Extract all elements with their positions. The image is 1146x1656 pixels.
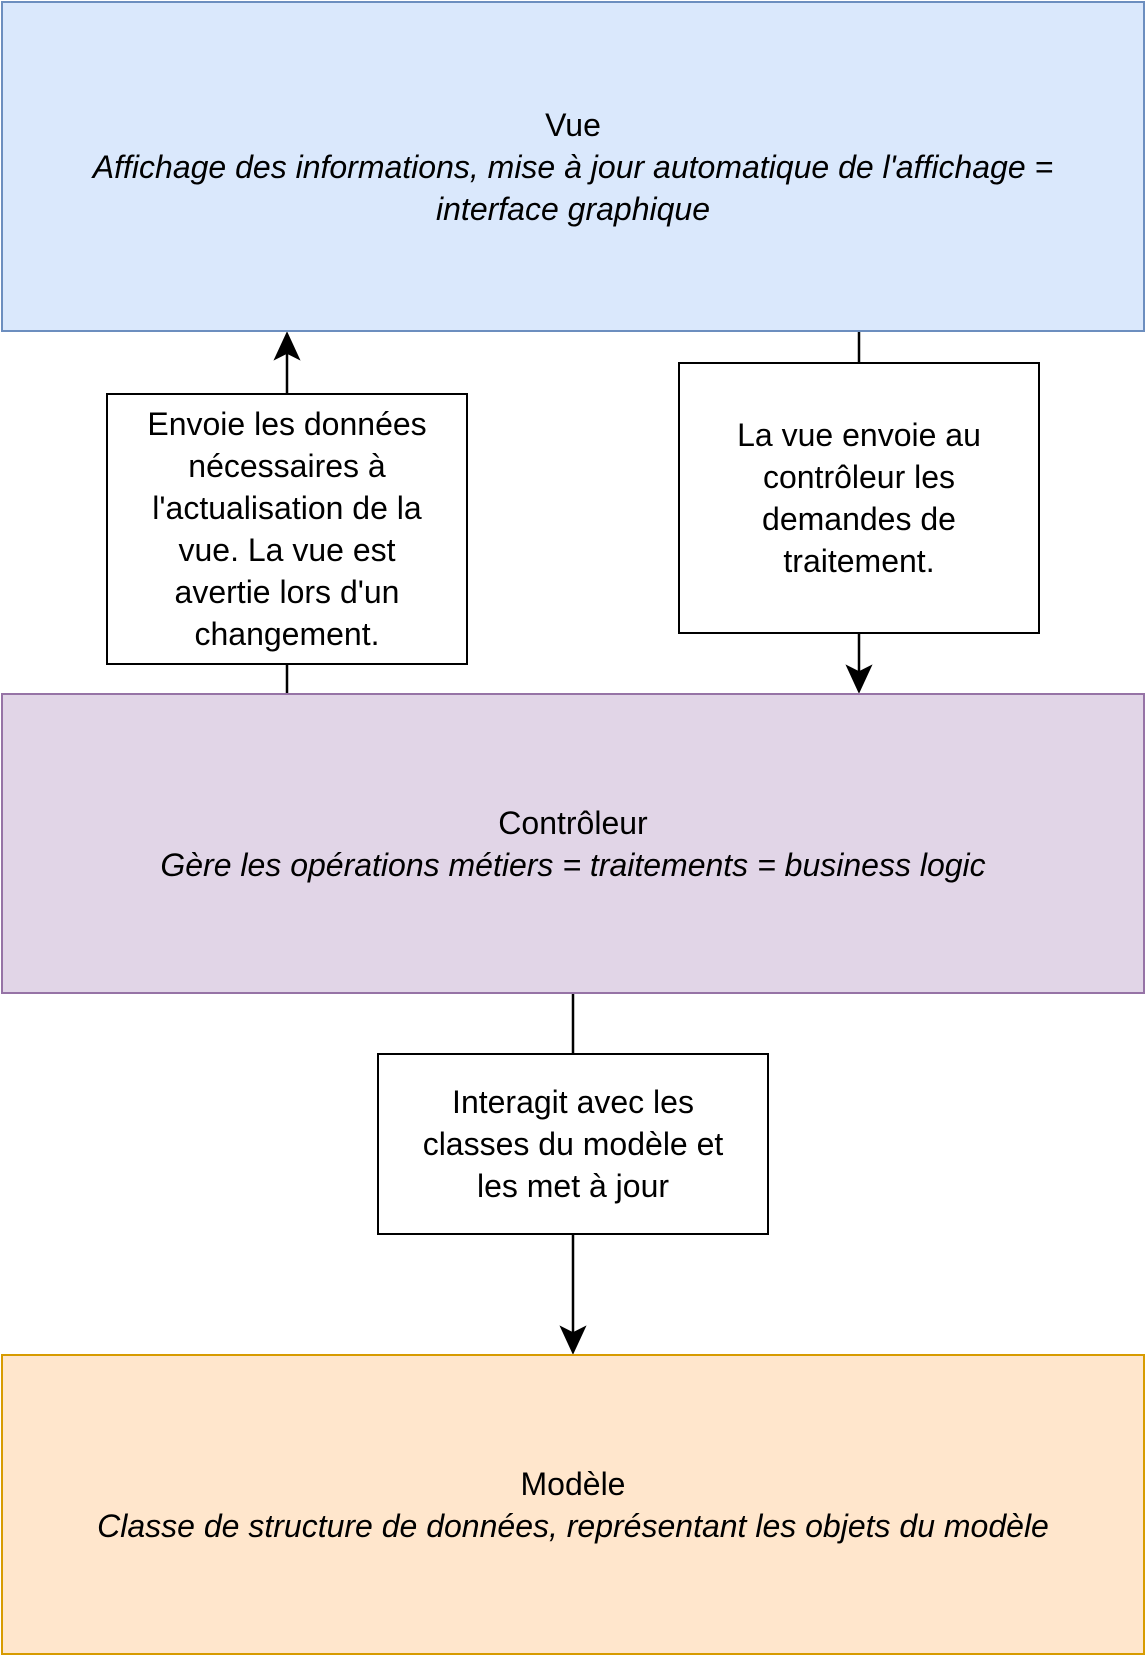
controleur-title: Contrôleur xyxy=(498,804,648,841)
edge-label-line: les met à jour xyxy=(476,1168,670,1204)
vue-title: Vue xyxy=(545,106,601,143)
edge-label-line: Envoie les données xyxy=(147,406,427,442)
edge-label-line: changement. xyxy=(194,616,380,652)
edge-label-line: contrôleur les xyxy=(762,459,956,495)
modele-node[interactable]: Modèle Classe de structure de données, r… xyxy=(1,1354,1145,1655)
edge-label-line: Interagit avec les xyxy=(452,1084,694,1120)
arrowhead-down-to-controleur-icon xyxy=(845,664,873,694)
edge-label-line: nécessaires à xyxy=(188,448,386,484)
modele-title: Modèle xyxy=(520,1465,626,1502)
arrowhead-up-to-vue-icon xyxy=(273,331,301,361)
vue-description-line: Affichage des informations, mise à jour … xyxy=(92,148,1054,185)
vue-node[interactable]: Vue Affichage des informations, mise à j… xyxy=(1,1,1145,332)
controleur-node[interactable]: Contrôleur Gère les opérations métiers =… xyxy=(1,693,1145,994)
edge-label-controleur-to-vue[interactable]: Envoie les données nécessaires à l'actua… xyxy=(106,393,468,665)
edge-label-line: La vue envoie au xyxy=(737,417,981,453)
edge-label-line: l'actualisation de la xyxy=(152,490,422,526)
edge-label-line: avertie lors d'un xyxy=(174,574,400,610)
controleur-description-line: Gère les opérations métiers = traitement… xyxy=(160,846,986,883)
edge-label-vue-to-controleur[interactable]: La vue envoie au contrôleur les demandes… xyxy=(678,362,1040,634)
edge-label-line: demandes de xyxy=(762,501,956,537)
modele-description-line: Classe de structure de données, représen… xyxy=(97,1507,1049,1544)
edge-label-line: classes du modèle et xyxy=(422,1126,724,1162)
edge-label-line: traitement. xyxy=(783,543,935,579)
vue-description-line: interface graphique xyxy=(436,190,710,227)
arrowhead-down-to-modele-icon xyxy=(559,1325,587,1355)
edge-label-controleur-to-modele[interactable]: Interagit avec les classes du modèle et … xyxy=(377,1053,769,1235)
edge-label-line: vue. La vue est xyxy=(178,532,396,568)
